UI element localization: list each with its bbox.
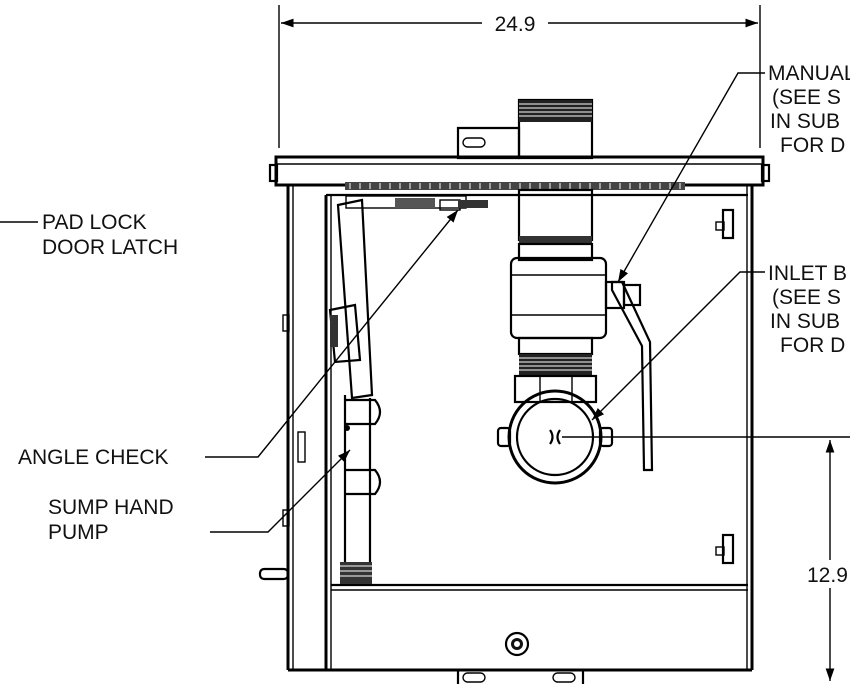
callout-manual-line3: IN SUB bbox=[770, 110, 840, 133]
width-dimension-value: 24.9 bbox=[495, 13, 536, 36]
callout-pad-lock: PAD LOCK DOOR LATCH bbox=[42, 211, 178, 259]
callout-manual-line2: (SEE S bbox=[772, 86, 841, 109]
callout-angle-check-line1: ANGLE CHECK bbox=[18, 446, 169, 469]
width-dimension: 24.9 bbox=[278, 5, 761, 148]
callout-inlet-line4: FOR D bbox=[780, 334, 845, 357]
cabinet-body bbox=[258, 185, 754, 684]
top-pipe bbox=[456, 98, 594, 160]
callout-inlet: INLET B (SEE S IN SUB FOR D bbox=[768, 262, 847, 357]
door-latch bbox=[345, 195, 488, 211]
callout-pad-lock-line1: PAD LOCK bbox=[42, 211, 147, 234]
height-dimension: 12.9 bbox=[562, 436, 850, 681]
callout-manual: MANUAL (SEE S IN SUB FOR D bbox=[768, 62, 850, 157]
callout-angle-check: ANGLE CHECK bbox=[18, 446, 169, 469]
callout-inlet-line1: INLET B bbox=[768, 262, 847, 285]
callout-inlet-line2: (SEE S bbox=[772, 286, 841, 309]
sump-hand-pump bbox=[328, 198, 382, 584]
callout-manual-line4: FOR D bbox=[780, 134, 845, 157]
callout-sump-pump-line2: PUMP bbox=[48, 521, 109, 544]
valve-assembly bbox=[496, 188, 654, 485]
callout-sump-pump-line1: SUMP HAND bbox=[48, 496, 174, 519]
callout-pad-lock-line2: DOOR LATCH bbox=[42, 236, 178, 259]
callout-inlet-line3: IN SUB bbox=[770, 310, 840, 333]
leader-lines bbox=[0, 72, 765, 533]
callout-sump-pump: SUMP HAND PUMP bbox=[48, 496, 174, 544]
cabinet-lid bbox=[268, 155, 771, 190]
height-dimension-value: 12.9 bbox=[807, 564, 848, 587]
callout-manual-line1: MANUAL bbox=[768, 62, 850, 85]
